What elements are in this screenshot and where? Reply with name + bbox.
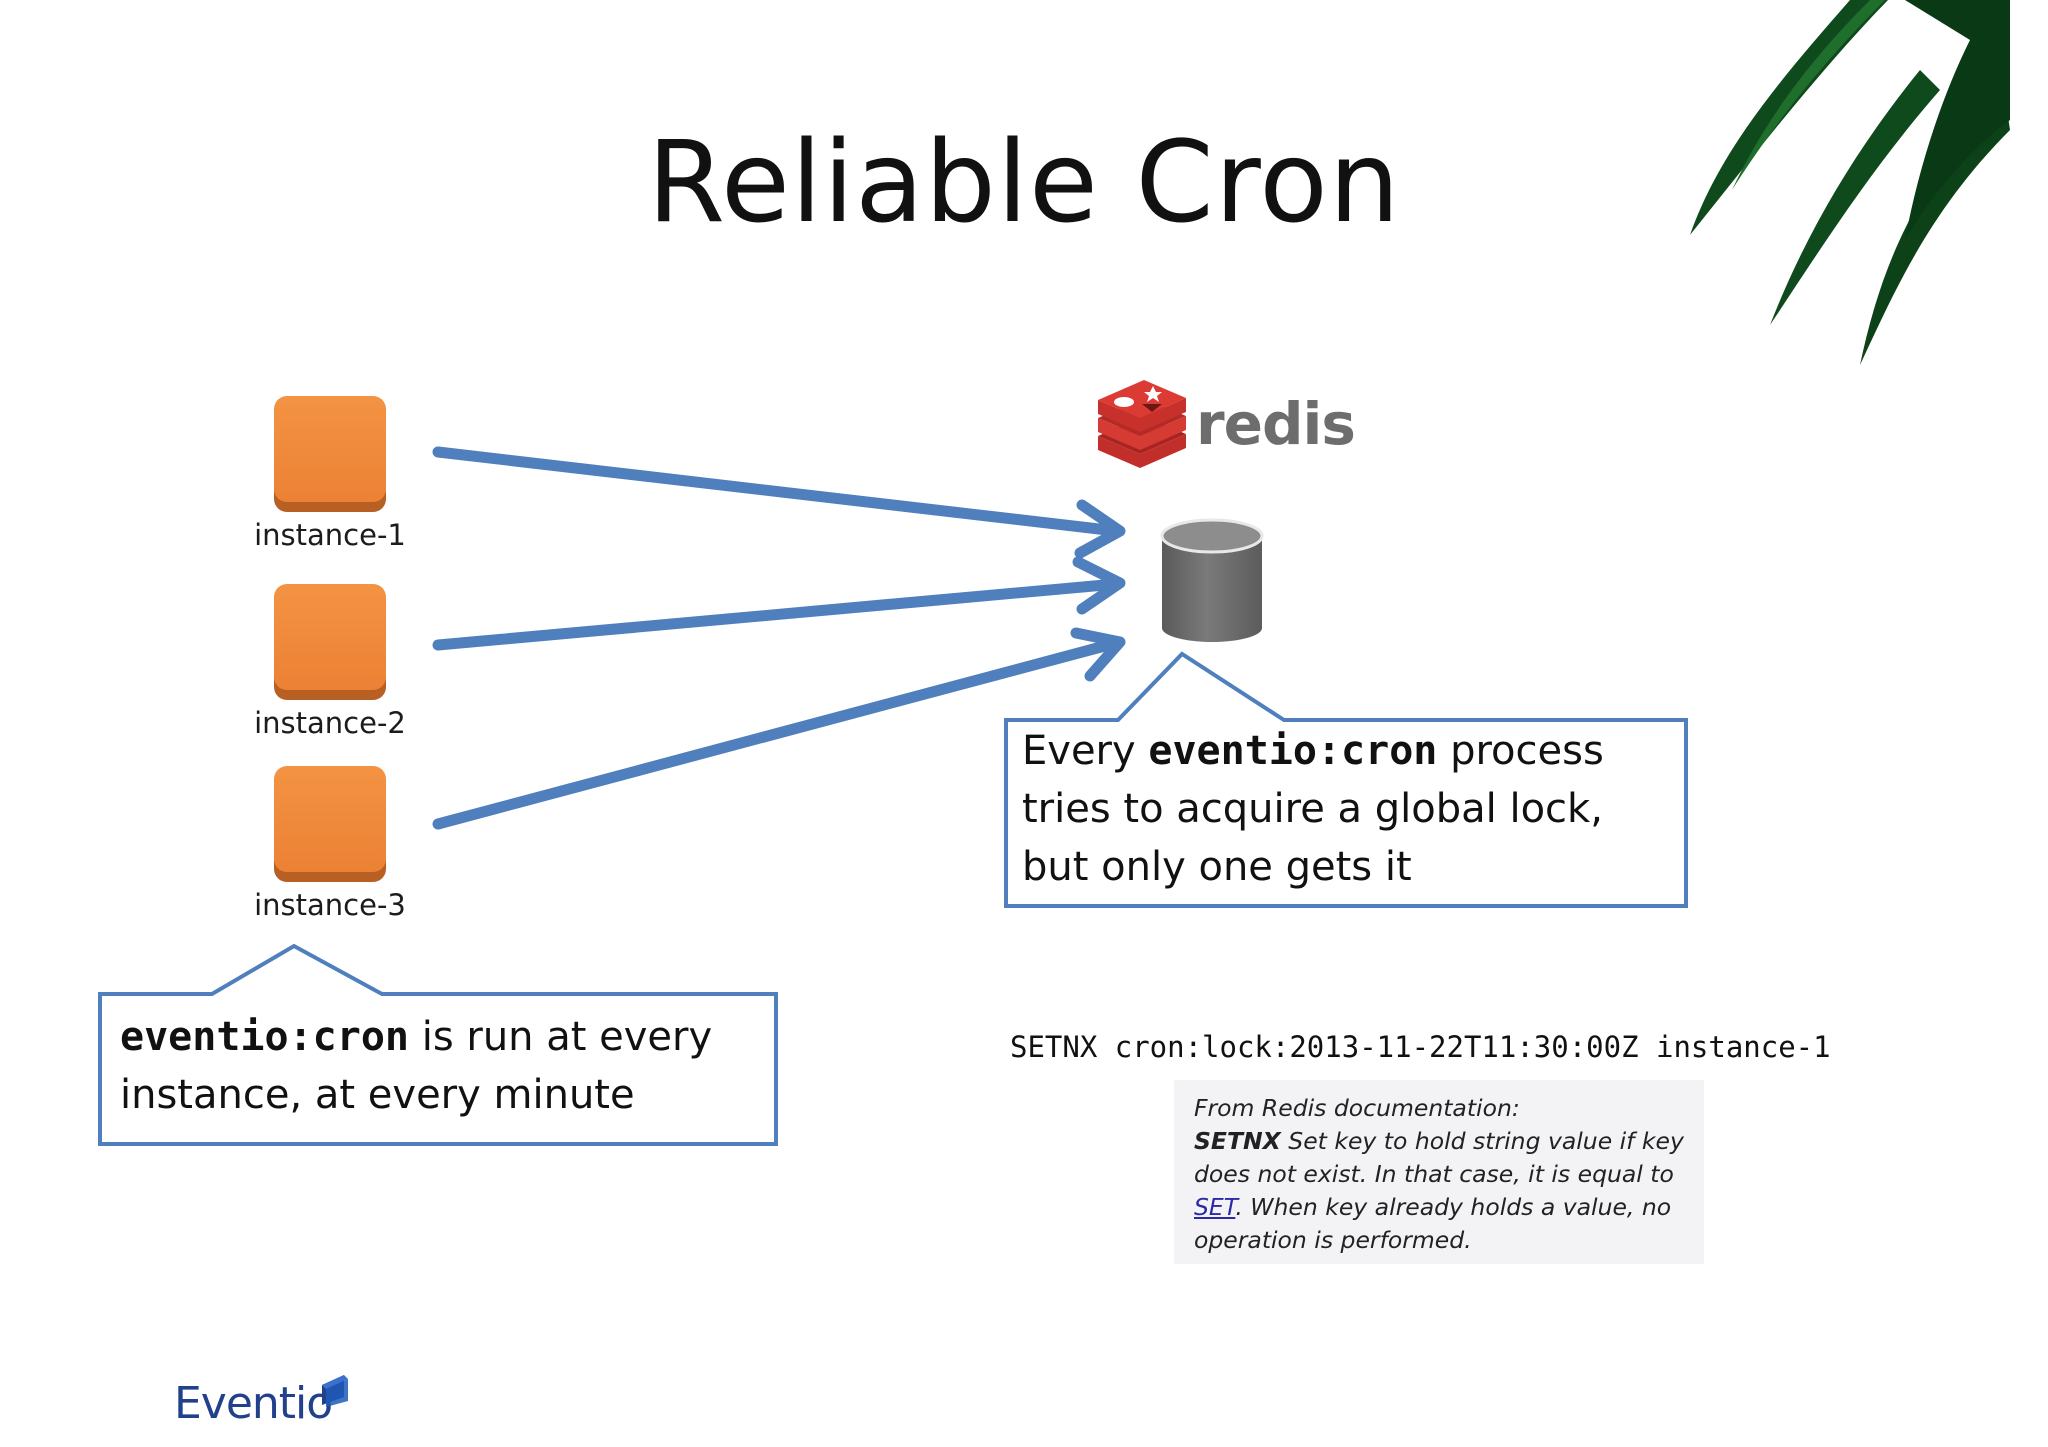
cron-callout-code: eventio:cron — [120, 1014, 409, 1060]
instance-3-label: instance-3 — [254, 888, 406, 922]
lock-callout-line-1-rest: process — [1450, 728, 1604, 774]
cron-callout-frame — [98, 943, 778, 1146]
doc-note-text-2: . When key already holds a value, no ope… — [1194, 1193, 1672, 1254]
doc-note-heading: From Redis documentation: — [1194, 1094, 1520, 1122]
database-cylinder-icon — [1160, 518, 1264, 642]
cron-callout-text: eventio:cron is run at every instance, a… — [120, 1008, 770, 1124]
lock-callout-line-2: tries to acquire a global lock, — [1022, 786, 1603, 832]
eventio-logo-text: Eventio — [174, 1378, 333, 1429]
redis-logo-icon — [1098, 380, 1186, 468]
arrow-instance-3 — [432, 627, 1126, 830]
arrow-instance-2 — [432, 556, 1126, 651]
eventio-logo-icon — [322, 1375, 348, 1407]
slide-title: Reliable Cron — [647, 118, 1401, 248]
setnx-command: SETNX cron:lock:2013-11-22T11:30:00Z ins… — [1010, 1030, 1831, 1064]
lock-callout-line-3: but only one gets it — [1022, 844, 1412, 890]
instance-1-cube-icon — [274, 396, 386, 512]
lock-callout-code: eventio:cron — [1148, 728, 1438, 774]
instance-2-label: instance-2 — [254, 706, 406, 740]
instance-3-cube-icon — [274, 766, 386, 882]
cron-callout-line-1: eventio:cron is run at every — [120, 1008, 770, 1066]
redis-doc-note: From Redis documentation: SETNX Set key … — [1174, 1080, 1704, 1264]
lock-callout-text: Every eventio:cron process tries to acqu… — [1022, 722, 1672, 896]
doc-note-body: SETNX Set key to hold string value if ke… — [1194, 1125, 1690, 1257]
lock-callout-prefix: Every — [1022, 728, 1136, 774]
cron-callout-line-2: instance, at every minute — [120, 1072, 635, 1118]
palm-leaves-decoration — [1690, 0, 2010, 365]
doc-note-set-link[interactable]: SET — [1194, 1193, 1236, 1221]
cron-callout-line-1-rest: is run at every — [421, 1014, 713, 1060]
instance-2-cube-icon — [274, 584, 386, 700]
lock-callout-line-1: Every eventio:cron process — [1022, 722, 1672, 780]
arrow-instance-1 — [432, 446, 1126, 559]
doc-note-keyword: SETNX — [1194, 1127, 1281, 1155]
lock-callout-frame — [1004, 651, 1688, 908]
instance-1-label: instance-1 — [254, 518, 406, 552]
redis-logo-text: redis — [1196, 390, 1356, 458]
doc-note-text-1: Set key to hold string value if key does… — [1194, 1127, 1684, 1188]
